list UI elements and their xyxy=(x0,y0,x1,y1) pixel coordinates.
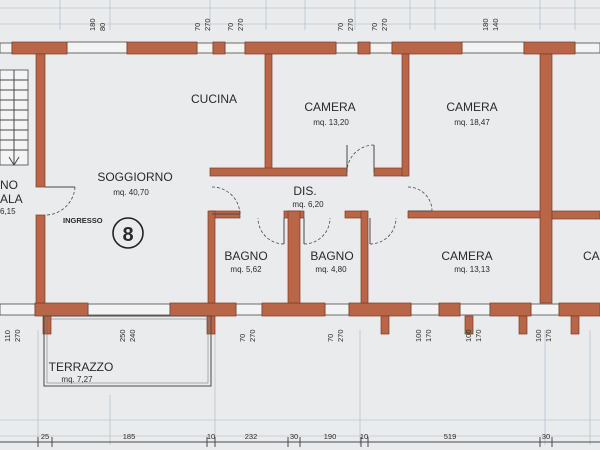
room-name-camera-right: CA xyxy=(583,249,600,263)
dimension-label: 519 xyxy=(444,432,457,441)
terrace-outline xyxy=(43,315,212,387)
window-dim-top: 180 xyxy=(88,18,97,31)
window-dim-top: 70 xyxy=(238,334,247,342)
top-window-dims: 180 80 70 270 70 270 70 270 70 270 180 1… xyxy=(88,18,500,31)
window-dim-bottom: 240 xyxy=(128,329,137,342)
unit-number: 8 xyxy=(122,224,133,246)
room-name-soggiorno: SOGGIORNO xyxy=(97,170,172,184)
window-dim-bottom: 170 xyxy=(474,329,483,342)
window-dim-bottom: 270 xyxy=(248,329,257,342)
window-dim-top: 70 xyxy=(336,23,345,31)
window-dim-top: 180 xyxy=(481,18,490,31)
left-fragment-label: NO ALA 6,15 xyxy=(0,178,23,216)
room-area-camera-2: mq. 18,47 xyxy=(454,118,490,127)
room-name-camera-2: CAMERA xyxy=(446,100,497,114)
dimension-label: 30 xyxy=(542,432,550,441)
room-area-bagno-1: mq. 5,62 xyxy=(230,265,262,274)
window-dim-bottom: 270 xyxy=(336,329,345,342)
dimension-label: 190 xyxy=(324,432,337,441)
window-dim-top: 100 xyxy=(414,329,423,342)
unit-number-badge: 8 xyxy=(112,217,144,249)
room-labels: SOGGIORNO mq. 40,70 CUCINA CAMERA mq. 13… xyxy=(49,92,600,384)
staircase xyxy=(0,69,29,166)
room-name-dis: DIS. xyxy=(293,184,316,198)
room-area-soggiorno: mq. 40,70 xyxy=(113,188,149,197)
window-dim-bottom: 170 xyxy=(424,329,433,342)
dimension-label: 10 xyxy=(207,432,215,441)
window-dim-top: 70 xyxy=(226,23,235,31)
window-dim-bottom: 270 xyxy=(380,18,389,31)
dimension-label: 30 xyxy=(290,432,298,441)
room-name-camera-1: CAMERA xyxy=(304,100,355,114)
bottom-window-dims: 110 270 250 240 70 270 70 270 100 170 10… xyxy=(3,329,553,342)
room-name-terrazzo: TERRAZZO xyxy=(49,360,114,374)
room-name-camera-3: CAMERA xyxy=(441,249,492,263)
window-dim-top: 110 xyxy=(3,330,12,342)
window-dim-top: 70 xyxy=(326,334,335,342)
window-dim-bottom: 270 xyxy=(203,18,212,31)
dimension-label: 232 xyxy=(245,432,258,441)
window-dim-top: 70 xyxy=(370,23,379,31)
room-area-dis: mq. 6,20 xyxy=(292,200,324,209)
room-area-bagno-2: mq. 4,80 xyxy=(315,265,347,274)
bottom-dimension-line: 25 185 10 232 30 190 10 519 30 xyxy=(0,432,600,447)
left-fragment-line2: ALA xyxy=(0,192,23,206)
window-dim-bottom: 80 xyxy=(98,23,107,31)
door-swings xyxy=(44,144,433,245)
window-dim-top: 100 xyxy=(534,329,543,342)
room-area-terrazzo: mq. 7,27 xyxy=(61,375,93,384)
left-fragment-line1: NO xyxy=(0,178,18,192)
dimension-label: 185 xyxy=(123,432,136,441)
window-dim-top: 250 xyxy=(118,329,127,342)
walls xyxy=(11,41,600,335)
window-dim-bottom: 170 xyxy=(544,329,553,342)
room-name-cucina: CUCINA xyxy=(191,92,237,106)
room-name-bagno-2: BAGNO xyxy=(310,249,353,263)
window-dim-bottom: 270 xyxy=(236,18,245,31)
window-dim-bottom: 270 xyxy=(346,18,355,31)
window-dim-bottom: 270 xyxy=(13,329,22,342)
room-area-camera-1: mq. 13,20 xyxy=(313,118,349,127)
room-area-camera-3: mq. 13,13 xyxy=(454,265,490,274)
room-name-bagno-1: BAGNO xyxy=(224,249,267,263)
dimension-label: 10 xyxy=(360,432,368,441)
dimension-label: 25 xyxy=(41,432,49,441)
window-dim-bottom: 140 xyxy=(491,18,500,31)
left-fragment-area: 6,15 xyxy=(0,207,16,216)
window-dim-top: 70 xyxy=(193,23,202,31)
window-dim-top: 100 xyxy=(464,329,473,342)
ingresso-label: INGRESSO xyxy=(63,216,103,225)
unit-number-circle xyxy=(112,217,144,249)
